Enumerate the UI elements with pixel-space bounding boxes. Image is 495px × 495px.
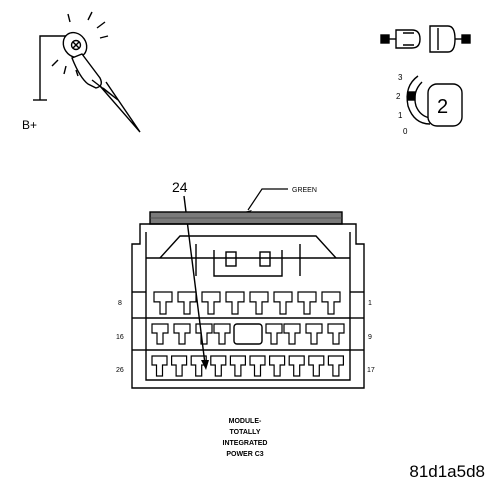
ignition-position-0: 0 xyxy=(403,127,408,136)
connector-body xyxy=(131,211,365,389)
terminal-cavity xyxy=(269,355,286,377)
ignition-selected-position: 2 xyxy=(437,96,448,118)
terminal-cavity xyxy=(308,355,325,377)
ignition-position-1: 1 xyxy=(398,111,403,120)
terminal-cavity xyxy=(173,323,191,345)
terminal-cavity xyxy=(201,291,221,315)
terminal-cavity xyxy=(229,355,246,377)
terminal-row-bottom xyxy=(151,355,344,377)
ignition-position-2: 2 xyxy=(396,92,401,101)
pin-label-top-right: 1 xyxy=(368,300,372,307)
connector-disconnect-icon xyxy=(380,25,471,53)
pin-label-mid-left: 16 xyxy=(116,334,124,341)
ignition-position-3: 3 xyxy=(398,73,403,82)
wire-color-label: GREEN xyxy=(292,187,317,194)
terminal-row-top xyxy=(153,291,341,315)
color-leader-line xyxy=(247,188,288,211)
pin-label-bottom-right: 17 xyxy=(367,367,375,374)
terminal-cavity xyxy=(177,291,197,315)
terminal-cavity xyxy=(327,323,345,345)
caption-line: INTEGRATED xyxy=(222,440,268,447)
terminal-cavity xyxy=(249,355,266,377)
terminal-cavity xyxy=(249,291,269,315)
terminal-cavity xyxy=(305,323,323,345)
terminal-cavity xyxy=(327,355,344,377)
terminal-cavity xyxy=(283,323,301,345)
terminal-row-middle xyxy=(151,323,345,345)
terminal-cavity xyxy=(153,291,173,315)
terminal-cavity xyxy=(210,355,227,377)
terminal-cavity xyxy=(321,291,341,315)
supply-label: B+ xyxy=(22,118,37,132)
caption-line: MODULE- xyxy=(228,418,262,425)
terminal-cavity xyxy=(195,323,213,345)
test-light-icon xyxy=(33,11,141,133)
caption-line: POWER C3 xyxy=(226,451,264,458)
terminal-cavity xyxy=(151,323,169,345)
terminal-cavity xyxy=(273,291,293,315)
pin-label-top-left: 8 xyxy=(118,300,122,307)
terminal-cavity xyxy=(151,355,168,377)
ignition-key-icon xyxy=(406,75,463,127)
terminal-cavity xyxy=(225,291,245,315)
pin-label-mid-right: 9 xyxy=(368,334,372,341)
terminal-cavity xyxy=(265,323,283,345)
terminal-cavity xyxy=(213,323,231,345)
terminal-cavity xyxy=(297,291,317,315)
pin-label-bottom-left: 26 xyxy=(116,367,124,374)
terminal-cavity xyxy=(288,355,305,377)
terminal-cavity xyxy=(190,355,207,377)
figure-code: 81d1a5d8 xyxy=(409,462,485,481)
caption-line: TOTALLY xyxy=(229,429,261,436)
connector-caption: MODULE- TOTALLY INTEGRATED POWER C3 xyxy=(190,416,300,460)
terminal-cavity xyxy=(171,355,188,377)
callout-pin-number: 24 xyxy=(172,179,188,195)
